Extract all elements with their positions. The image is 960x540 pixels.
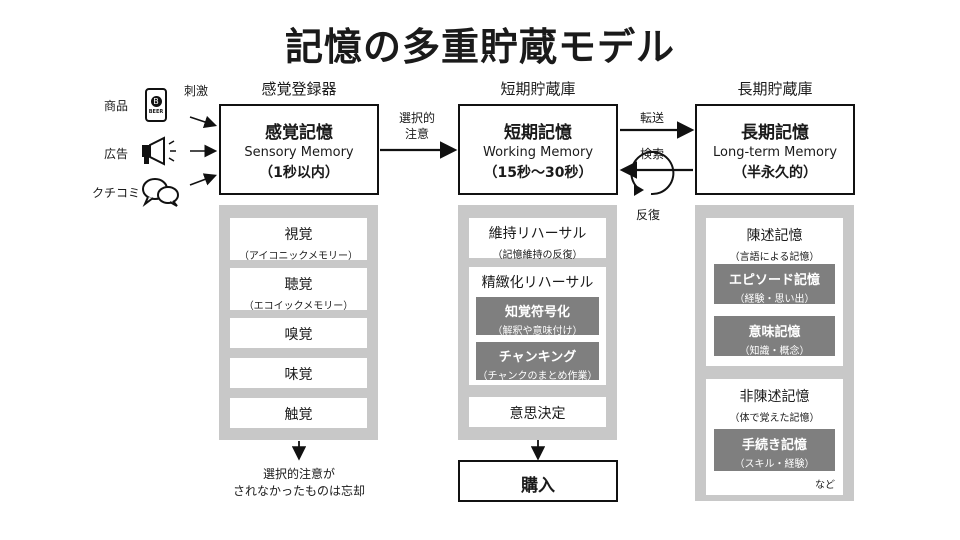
page-title: 記憶の多重貯蔵モデル: [284, 25, 675, 69]
input-wom-label: クチコミ: [92, 186, 141, 200]
sense-card: 聴覚（エコイックメモリー）: [230, 268, 367, 312]
beer-can-icon: B BEER: [145, 88, 167, 122]
short-term-memory-english: Working Memory: [482, 145, 594, 160]
sense-card: 視覚（アイコニックメモリー）: [230, 218, 367, 262]
episodic-memory-box: エピソード記憶（経験・思い出）: [714, 264, 835, 305]
stimulus-label: 刺激: [184, 84, 209, 98]
perceptual-encoding-box: 知覚符号化（解釈や意味付け）: [476, 297, 599, 337]
sense-card: 触覚: [230, 398, 367, 428]
stimulus-arrow-1: [189, 115, 218, 129]
etc-label: など: [815, 480, 835, 491]
forgetting-note: 選択的注意が されなかったものは忘却: [232, 467, 365, 498]
long-term-memory-box: 長期記憶 Long-term Memory （半永久的）: [695, 104, 855, 195]
selective-attention-label: 選択的 注意: [398, 111, 435, 141]
chunking-box: チャンキング（チャンクのまとめ作業）: [476, 342, 599, 382]
short-term-memory-box: 短期記憶 Working Memory （15秒〜30秒）: [458, 104, 618, 195]
megaphone-icon: [142, 136, 176, 166]
long-term-heading: 長期貯蔵庫: [737, 80, 813, 98]
transfer-label: 転送: [640, 111, 665, 125]
sensory-memory-english: Sensory Memory: [244, 145, 354, 160]
short-term-memory-title: 短期記憶: [504, 123, 572, 143]
retrieval-label: 検索: [640, 147, 665, 161]
declarative-memory-card: 陳述記憶 （言語による記憶） エピソード記憶（経験・思い出） 意味記憶（知識・概…: [706, 218, 843, 366]
sensory-heading: 感覚登録器: [261, 80, 337, 98]
long-term-memory-english: Long-term Memory: [712, 145, 838, 160]
semantic-memory-box: 意味記憶（知識・概念）: [714, 316, 835, 357]
purchase-box: 購入: [458, 460, 618, 502]
sensory-memory-duration: （1秒以内）: [259, 165, 339, 181]
input-ad-label: 広告: [104, 147, 129, 161]
speech-bubbles-icon: [142, 178, 179, 208]
repeat-arrow: [630, 151, 675, 196]
sensory-memory-box: 感覚記憶 Sensory Memory （1秒以内）: [219, 104, 379, 195]
long-term-panel: 陳述記憶 （言語による記憶） エピソード記憶（経験・思い出） 意味記憶（知識・概…: [695, 205, 854, 501]
sensory-memory-title: 感覚記憶: [265, 123, 333, 143]
stimulus-arrow-3: [189, 173, 217, 186]
short-term-heading: 短期貯蔵庫: [500, 80, 576, 98]
long-term-memory-title: 長期記憶: [741, 123, 809, 143]
short-term-memory-duration: （15秒〜30秒）: [483, 165, 593, 181]
long-term-memory-duration: （半永久的）: [733, 165, 817, 181]
sense-card: 味覚: [230, 358, 367, 388]
repeat-label: 反復: [636, 208, 661, 222]
nondeclarative-memory-card: 非陳述記憶 （体で覚えた記憶） 手続き記憶（スキル・経験） など: [706, 379, 843, 495]
sense-card: 嗅覚: [230, 318, 367, 348]
short-term-panel: 維持リハーサル（記憶維持の反復） 精緻化リハーサル 知覚符号化（解釈や意味付け）…: [458, 205, 617, 440]
input-product-label: 商品: [104, 99, 129, 113]
decision-card: 意思決定: [469, 397, 606, 427]
maintenance-rehearsal-card: 維持リハーサル（記憶維持の反復）: [469, 218, 606, 261]
procedural-memory-box: 手続き記憶（スキル・経験）: [714, 429, 835, 471]
elaborative-rehearsal-card: 精緻化リハーサル 知覚符号化（解釈や意味付け） チャンキング（チャンクのまとめ作…: [469, 267, 606, 385]
sensory-panel: 視覚（アイコニックメモリー） 聴覚（エコイックメモリー） 嗅覚 味覚 触覚: [219, 205, 378, 440]
